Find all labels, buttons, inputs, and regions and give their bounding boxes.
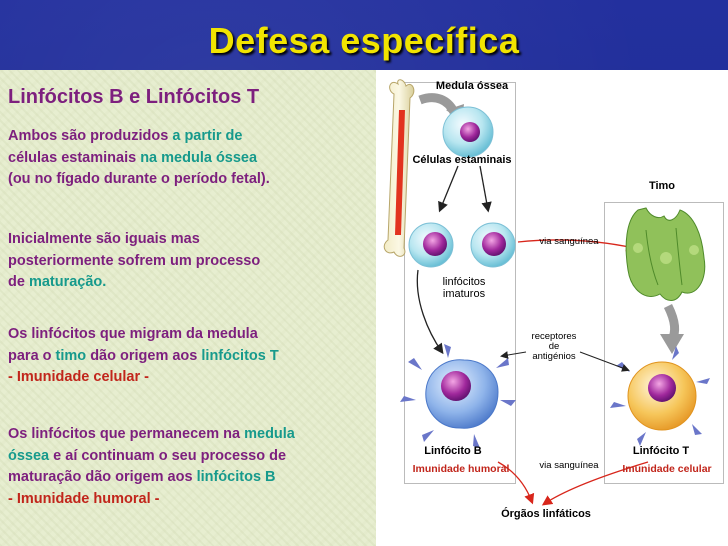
label-line: linfócitos [442, 276, 486, 288]
label-antigen-receptors: receptores de antigénios [524, 332, 584, 362]
text-fragment: linfócitos B [196, 469, 276, 485]
label-line: imaturos [442, 288, 486, 300]
label-cellular-immunity: Imunidade celular [622, 463, 712, 475]
maturation-arrow-b [416, 269, 444, 355]
section-subtitle: Linfócitos B e Linfócitos T [8, 86, 260, 108]
receptor-pointer-b [500, 351, 527, 359]
label-b-lymphocyte: Linfócito B [424, 445, 482, 457]
immature-lymphocyte-2 [470, 222, 516, 268]
text-fragment: a partir de [172, 128, 243, 144]
blood-route-arrow-t [541, 461, 649, 506]
paragraph-b-lymphocytes: Os linfócitos que permanecem na medula ó… [8, 424, 374, 510]
text-fragment: para o [8, 347, 52, 364]
thymus-box [604, 202, 724, 484]
stem-cell [442, 106, 494, 158]
arrow-right [479, 165, 492, 213]
label-stem-cells: Células estaminais [412, 154, 512, 166]
receptor-pointer-t [579, 351, 630, 372]
text-fragment: células estaminais [8, 149, 137, 166]
text-fragment: Inicialmente são iguais mas [8, 231, 200, 247]
text-fragment: óssea [8, 447, 50, 464]
arrowhead [660, 334, 684, 354]
text-fragment: de [8, 274, 25, 290]
title-bar: Defesa específica [0, 14, 728, 68]
paragraph-maturation: Inicialmente são iguais mas posteriormen… [8, 229, 374, 294]
label-humoral-immunity: Imunidade humoral [412, 463, 510, 475]
paragraph-t-lymphocytes: Os linfócitos que migram da medula para … [8, 324, 374, 389]
text-fragment: Ambos são produzidos [8, 128, 169, 144]
label-t-lymphocyte: Linfócito T [632, 445, 690, 457]
b-lymphocyte [400, 344, 516, 448]
content-area: Linfócitos B e Linfócitos T Ambos são pr… [0, 70, 728, 546]
paragraph-origin: Ambos são produzidos a partir de células… [8, 126, 374, 191]
label-line: antigénios [532, 351, 576, 362]
label-bone-marrow: Medula óssea [435, 80, 509, 92]
bone-icon [383, 79, 415, 257]
text-fragment: na medula óssea [140, 149, 258, 166]
blood-route-arrow-1 [517, 239, 637, 252]
blood-route-arrow-b [497, 461, 535, 505]
slide-title: Defesa específica [208, 20, 520, 61]
bone-marrow-box [404, 82, 516, 484]
label-thymus: Timo [648, 180, 676, 192]
arrow-left [438, 165, 459, 213]
text-fragment: maturação. [28, 274, 107, 290]
label-line: receptores [531, 331, 577, 342]
text-fragment: linfócitos T [201, 347, 279, 364]
text-fragment: Os linfócitos que permanecem na [8, 426, 241, 442]
text-fragment: (ou no fígado durante o período fetal). [8, 171, 270, 187]
label-immature-lymphocytes: linfócitos imaturos [434, 276, 494, 300]
text-fragment: - Imunidade celular - [8, 369, 149, 385]
text-fragment: maturação dão origem aos [8, 469, 193, 485]
text-fragment: e aí continuam o seu processo de [53, 447, 287, 464]
label-blood-route-2: via sanguínea [539, 460, 599, 471]
lymphocyte-diagram: Medula óssea Células estaminais Timo via… [376, 70, 728, 546]
text-fragment: medula [244, 426, 295, 442]
label-line: de [548, 341, 560, 352]
immature-lymphocyte-1 [408, 222, 454, 268]
text-fragment: - Imunidade humoral - [8, 490, 160, 507]
diagram-graphics [383, 79, 710, 506]
label-lymphatic-organs: Órgãos linfáticos [501, 508, 591, 520]
thymus-icon [625, 207, 706, 301]
text-column: Linfócitos B e Linfócitos T Ambos são pr… [8, 70, 378, 546]
text-fragment: Os linfócitos que migram da medula [8, 326, 258, 342]
text-fragment: timo [55, 347, 87, 364]
text-fragment: dão origem aos [90, 347, 198, 364]
label-blood-route-1: via sanguínea [539, 236, 599, 247]
text-fragment: posteriormente sofrem um processo [8, 252, 261, 269]
t-lymphocyte [610, 346, 710, 446]
